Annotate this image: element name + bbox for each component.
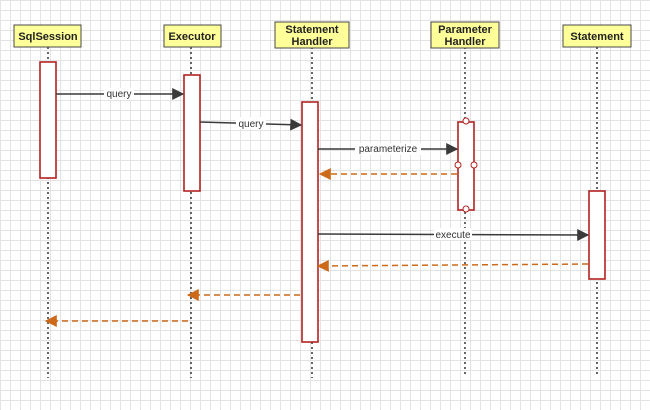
participant-statement[interactable]: Statement bbox=[562, 24, 632, 48]
port-handle-left[interactable] bbox=[454, 161, 462, 169]
message-query-1[interactable]: query bbox=[56, 88, 185, 100]
message-parameterize[interactable]: parameterize bbox=[318, 143, 459, 155]
participant-statement-handler-label-line2: Handler bbox=[292, 36, 334, 48]
message-return-execute[interactable] bbox=[316, 259, 589, 272]
message-execute[interactable]: execute bbox=[317, 228, 590, 241]
participant-statement-label: Statement bbox=[570, 31, 624, 43]
participant-statement-handler[interactable]: Statement Handler bbox=[274, 21, 350, 49]
message-execute-label: execute bbox=[435, 230, 470, 241]
parameter-handler-ports bbox=[454, 117, 478, 213]
port-handle-bottom[interactable] bbox=[462, 205, 470, 213]
activation-sqlsession[interactable] bbox=[39, 61, 57, 179]
activation-statement-handler[interactable] bbox=[301, 101, 319, 343]
participant-parameter-handler-label-line2: Handler bbox=[445, 36, 487, 48]
participant-statement-handler-label-line1: Statement bbox=[285, 24, 339, 36]
activation-statement[interactable] bbox=[588, 190, 606, 280]
port-handle-right[interactable] bbox=[470, 161, 478, 169]
participant-executor[interactable]: Executor bbox=[163, 24, 222, 48]
participant-executor-label: Executor bbox=[168, 31, 216, 43]
activation-executor[interactable] bbox=[183, 74, 201, 192]
activations bbox=[39, 61, 606, 343]
message-parameterize-label: parameterize bbox=[359, 144, 418, 155]
participant-parameter-handler-label-line1: Parameter bbox=[438, 24, 493, 36]
port-handle-top[interactable] bbox=[462, 117, 470, 125]
participant-sqlsession[interactable]: SqlSession bbox=[13, 24, 82, 48]
message-query-1-label: query bbox=[106, 89, 131, 100]
message-query-2[interactable]: query bbox=[199, 117, 303, 131]
participant-sqlsession-label: SqlSession bbox=[18, 31, 78, 43]
message-query-2-label: query bbox=[238, 119, 263, 130]
participant-parameter-handler[interactable]: Parameter Handler bbox=[430, 21, 500, 49]
